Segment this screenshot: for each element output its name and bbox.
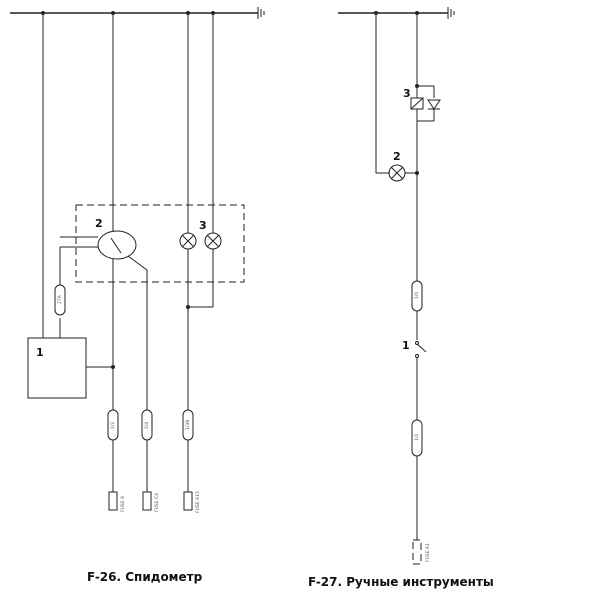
fuse-27a-code: 27A [57,294,63,304]
diode-icon [427,99,441,110]
caption-f27: F-27. Ручные инструменты [308,575,494,589]
block-1 [27,337,87,399]
svg-text:1/0: 1/0 [414,292,420,299]
lamp-label: 2 [393,150,401,163]
speedometer-gauge [97,230,137,260]
connector-fuse-a1 [412,539,422,565]
diode-label: 3 [403,87,411,100]
svg-text:2/4: 2/4 [144,422,150,429]
diagram-f27: 2 3 1/0 1 1/2 FUSE A1 [338,7,455,565]
block-1-label: 1 [36,346,44,359]
instrument-cluster-box [75,204,245,283]
svg-text:1/3B: 1/3B [185,420,191,430]
speedometer-label: 2 [95,217,103,230]
switch-icon [416,343,427,353]
right-ground-icon [447,7,455,19]
svg-text:FUSE A15: FUSE A15 [195,491,201,513]
svg-text:FUSE A1: FUSE A1 [425,543,431,562]
switch-label: 1 [402,339,410,352]
connector-fuse-a [108,491,118,511]
svg-text:FUSE A: FUSE A [120,495,126,512]
connector-fuse-c4 [142,491,152,511]
svg-text:FUSE C4: FUSE C4 [154,493,160,512]
svg-text:1/2: 1/2 [414,434,420,441]
left-ground-icon [257,7,265,19]
diagram-f26: 1 27A 2 1/2 FUSE A 2/4 FUSE C4 [10,7,265,513]
caption-f26: F-26. Спидометр [87,570,203,584]
lamps-label: 3 [199,219,207,232]
svg-text:1/2: 1/2 [110,422,116,429]
connector-fuse-a15 [183,491,193,511]
